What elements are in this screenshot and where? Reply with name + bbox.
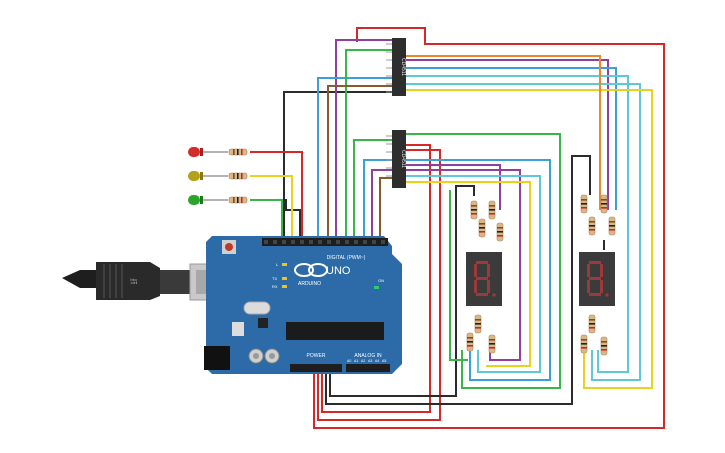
digital-header-label: DIGITAL (PWM~) [327,255,366,261]
wire-purple-5 [371,169,392,240]
pin-a0: A0 [347,359,351,363]
wire-green-1 [345,49,392,240]
wire-yellow-1 [406,89,653,389]
pin-a4: A4 [375,359,379,363]
pin-a2: A2 [361,359,365,363]
wire-black-2 [329,185,475,397]
wire-cyan-2 [406,83,641,381]
wire-yellow-2 [406,181,531,367]
wire-red-led [250,151,303,240]
wire-red-outer [313,27,665,429]
wire-yellow-led [250,175,293,240]
wire-blue-3 [406,159,551,381]
wire-orange-1 [406,55,601,210]
wire-green-2 [406,133,561,389]
shift-register-1-label: CD4511 [400,58,406,76]
seven-segment-display-2 [579,252,615,306]
shift-register-2-label: CD4511 [400,150,406,168]
wire-cyan-1 [406,75,629,373]
wire-black-top [283,91,392,240]
digital-header [262,238,388,246]
wires [250,27,665,429]
on-label: ON [378,278,384,283]
wire-red-3 [321,144,431,413]
wire-purple-1 [335,39,392,240]
wire-purple-4 [406,169,521,361]
power-header [290,364,342,372]
atmega-chip [286,322,384,340]
analog-label: ANALOG IN [354,353,382,359]
wire-cyan-3 [406,175,541,373]
usb-icon: ⭾ [130,277,138,288]
pin-a5: A5 [382,359,386,363]
rx-label: RX [272,284,278,289]
led-green[interactable] [188,195,248,205]
l-label: L [276,262,279,267]
board-brand: ARDUINO [298,281,321,287]
arduino-board[interactable]: DIGITAL (PWM~) UNO ARDUINO L TX RX ON PO… [204,236,402,374]
led-yellow[interactable] [188,171,248,181]
board-model: UNO [326,265,351,277]
wire-blue-4 [363,159,392,240]
wire-green-4 [353,139,392,240]
power-label: POWER [307,353,326,359]
wire-red-2 [317,149,441,421]
seven-segment-display-1 [466,252,502,306]
shift-register-1: CD4511 [386,38,406,96]
shift-register-2: CD4511 [386,130,406,188]
led-red[interactable] [188,147,248,157]
pin-a3: A3 [368,359,372,363]
pin-a1: A1 [354,359,358,363]
wire-black-1 [325,155,591,405]
analog-header [346,364,390,372]
wire-green-led [250,199,283,240]
tx-label: TX [272,276,277,281]
power-jack [204,346,230,370]
wire-purple-2 [406,59,609,210]
wire-purple-3 [406,164,501,210]
wire-brown-2 [379,177,392,240]
wire-blue-2 [406,67,617,210]
wire-blue-1 [317,77,392,240]
wire-green-3 [449,190,468,361]
wire-brown-1 [327,85,392,240]
